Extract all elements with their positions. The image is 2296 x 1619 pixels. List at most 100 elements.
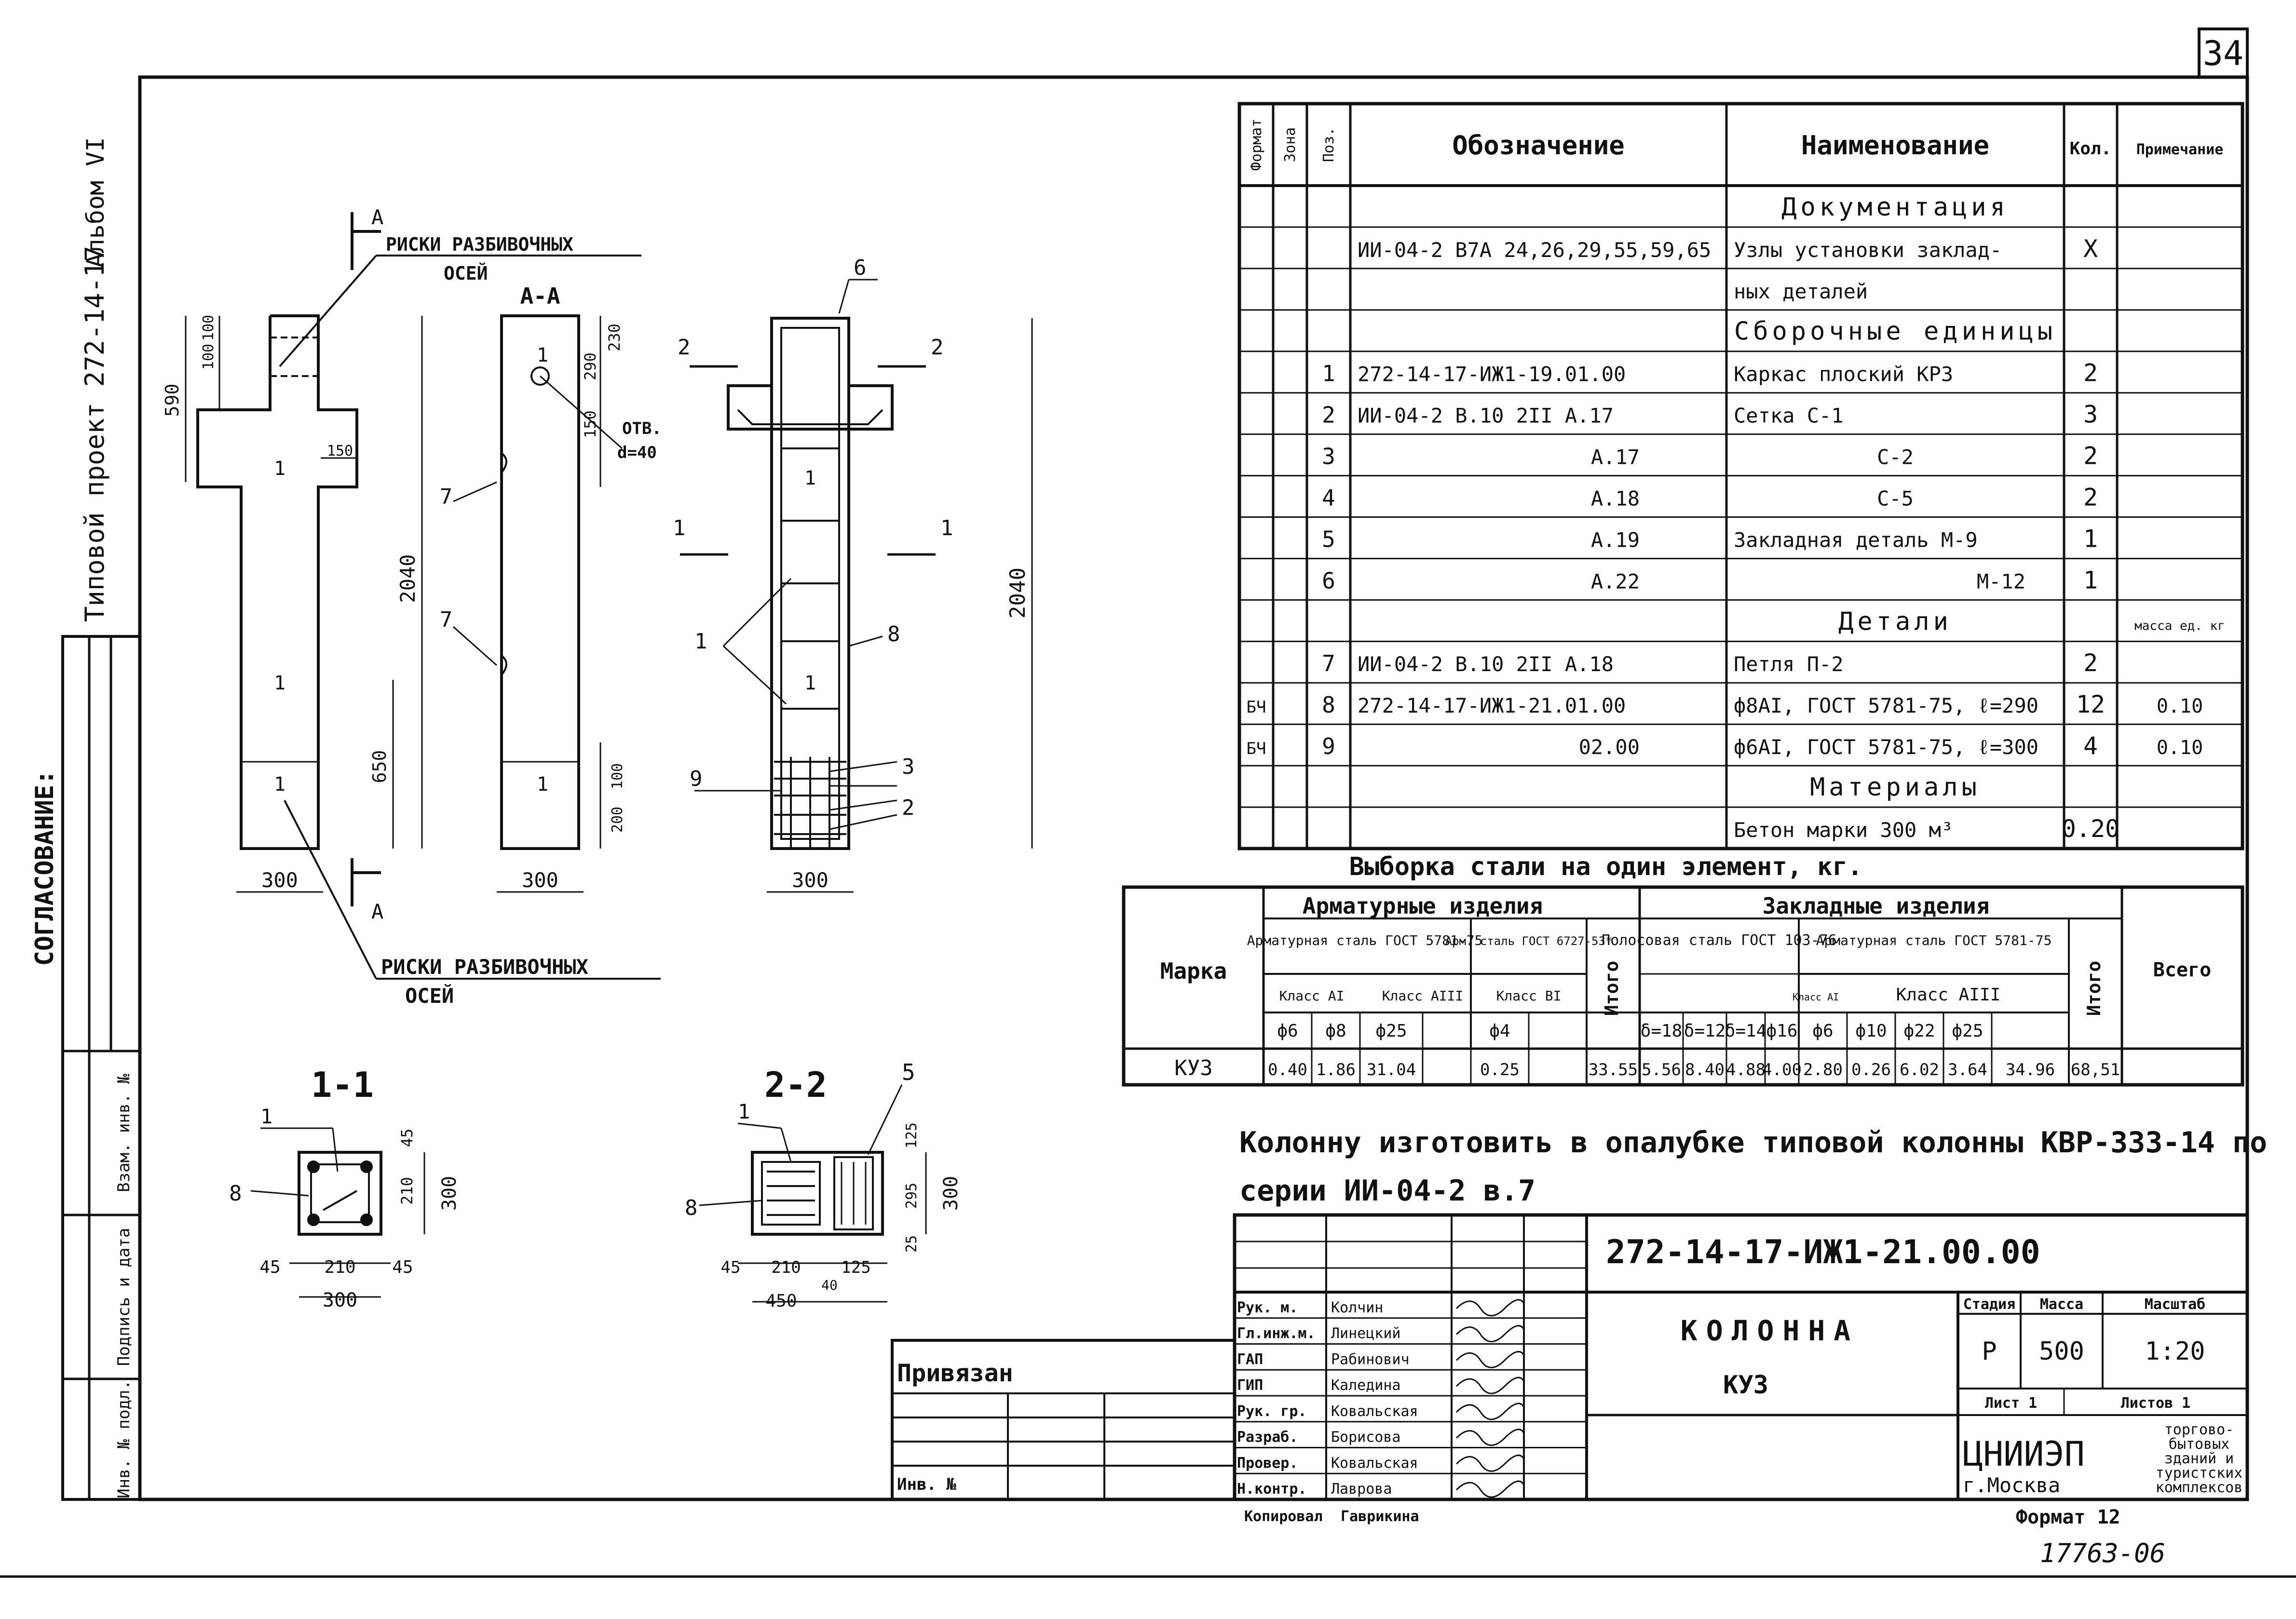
spec-cell-code: А.19 xyxy=(1591,528,1640,552)
steel-row-value: 6.02 xyxy=(1900,1060,1939,1079)
spec-row: ных деталей xyxy=(1734,280,1868,303)
signer-role: Н.контр. xyxy=(1237,1481,1307,1498)
steel-diameter: δ=18 xyxy=(1641,1021,1683,1041)
object-mark: КУ3 xyxy=(1723,1371,1768,1400)
spec-cell-qty: 4 xyxy=(2083,732,2098,760)
signer-role: Рук. м. xyxy=(1237,1299,1298,1316)
spec-cell-name: Узлы установки заклад- xyxy=(1734,238,2002,262)
signature-scribble xyxy=(1455,1350,1525,1368)
steel-row-value: 2.80 xyxy=(1803,1060,1843,1079)
sec22-pos-5: 5 xyxy=(902,1059,915,1085)
spec-cell-name: ных деталей xyxy=(1734,280,1868,303)
view2-dim-300: 300 xyxy=(522,868,558,892)
spec-cell-format: БЧ xyxy=(1247,739,1266,758)
steel-vsego: Всего xyxy=(2153,959,2211,981)
steel-diameter: ф25 xyxy=(1952,1021,1983,1041)
strip-inv-podl: Инв. № подл. xyxy=(114,1380,134,1498)
sec22-dim-40: 40 xyxy=(821,1277,838,1293)
sec22-pos-1: 1 xyxy=(738,1100,750,1123)
view2-dim-290: 290 xyxy=(581,352,599,380)
signer-role: Провер. xyxy=(1237,1455,1298,1471)
spec-cell-code: А.22 xyxy=(1591,569,1640,593)
signer-role: ГАП xyxy=(1237,1351,1263,1368)
view1-pos-1b: 1 xyxy=(274,672,285,694)
spec-cell-qty: X xyxy=(2083,235,2098,263)
sec11-dim-300: 300 xyxy=(323,1289,357,1311)
spec-cell-name: ф8АI, ГОСТ 5781-75, ℓ=290 xyxy=(1734,694,2038,717)
spec-cell-name: С-2 xyxy=(1877,445,1914,469)
spec-cell-note: 0.10 xyxy=(2157,695,2203,717)
note-line-2: серии ИИ-04-2 в.7 xyxy=(1239,1174,1535,1208)
view1-dim-100b: 100 xyxy=(200,315,217,341)
steel-class-a3: Класс АIII xyxy=(1382,988,1464,1004)
view3-pos-1b: 1 xyxy=(804,672,816,694)
spec-cell-name: Закладная деталь М-9 xyxy=(1734,528,1978,552)
view2-dim-100: 100 xyxy=(609,763,626,789)
spec-cell-code: ИИ-04-2 В7А 24,26,29,55,59,65 xyxy=(1358,238,1711,262)
signature-scribble xyxy=(1455,1299,1525,1317)
view3-pos-9: 9 xyxy=(690,767,703,791)
steel-title: Выборка стали на один элемент, кг. xyxy=(1349,852,1862,881)
steel-row-value: 5.56 xyxy=(1642,1060,1681,1079)
signer-name: Лаврова xyxy=(1331,1481,1392,1498)
view2-pos-7a: 7 xyxy=(440,485,453,509)
spec-h-pos: Поз. xyxy=(1320,127,1337,162)
spec-cell-pos: 8 xyxy=(1322,692,1335,718)
steel-row-value: 3.64 xyxy=(1948,1060,1987,1079)
spec-cell-name: Петля П-2 xyxy=(1734,652,1844,676)
title-block-grid xyxy=(891,1213,2249,1501)
axis-marks-bottom-1: РИСКИ РАЗБИВОЧНЫХ xyxy=(381,955,588,979)
steel-diameter: ф4 xyxy=(1489,1021,1510,1041)
hole-note-2: d=40 xyxy=(617,443,657,462)
steel-row-value: 68,51 xyxy=(2071,1060,2120,1079)
steel-sub1: Арматурная сталь ГОСТ 5781-75 xyxy=(1247,932,1483,948)
sec22-dim-125: 125 xyxy=(841,1258,870,1277)
view3-pos-2: 2 xyxy=(902,796,915,820)
spec-cell-qty: 1 xyxy=(2083,525,2098,553)
spec-cell-name: Бетон марки 300 м³ xyxy=(1734,818,1953,842)
view2-dim-230: 230 xyxy=(605,324,624,351)
steel-diameter: ф6 xyxy=(1277,1021,1298,1041)
copied-label: Копировал xyxy=(1244,1508,1323,1525)
signer-name: Каледина xyxy=(1331,1377,1401,1394)
steel-diameter: δ=12 xyxy=(1684,1021,1726,1041)
sec11-dim-210: 210 xyxy=(324,1257,355,1277)
spec-row: Сборочные единицы xyxy=(1734,317,2052,346)
spec-cell-qty: 2 xyxy=(2083,483,2098,511)
format-label: Формат 12 xyxy=(2016,1506,2120,1528)
axis-marks-top-2: ОСЕЙ xyxy=(444,263,488,284)
org-desc-1: торгово- xyxy=(2164,1421,2234,1438)
steel-row-value: 4.00 xyxy=(1762,1060,1802,1079)
hole-note-1: ОТВ. xyxy=(622,419,662,438)
view3-dim-2040: 2040 xyxy=(1005,567,1030,619)
signature-scribble xyxy=(1455,1325,1525,1342)
signature-scribble xyxy=(1455,1454,1525,1472)
spec-header: Формат Зона Поз. Обозначение Наименовани… xyxy=(1248,119,2223,171)
sec11-pos-1: 1 xyxy=(260,1105,272,1128)
steel-itogo-1: Итого xyxy=(1601,961,1622,1016)
album-label: Альбом VI xyxy=(82,137,109,268)
view2-pos-1a: 1 xyxy=(537,344,548,366)
section-mark-1-right: 1 xyxy=(940,516,953,540)
steel-sub3: Полосовая сталь ГОСТ 103-76 xyxy=(1602,932,1837,949)
copier-name: Гаврикина xyxy=(1341,1508,1419,1525)
inv-label: Инв. № xyxy=(897,1475,956,1494)
steel-row-value: 34.96 xyxy=(2006,1060,2055,1079)
steel-diameter: ф22 xyxy=(1903,1021,1935,1041)
spec-row: Документация xyxy=(1781,193,2005,222)
signer-role: Рук. гр. xyxy=(1237,1403,1307,1420)
page-number: 34 xyxy=(2203,34,2243,73)
view3-dim-300: 300 xyxy=(792,868,829,892)
view1-pos-1c: 1 xyxy=(274,773,285,796)
spec-cell-code: 272-14-17-ИЖ1-21.01.00 xyxy=(1358,694,1626,717)
steel-row-value: 4.88 xyxy=(1726,1060,1766,1079)
signer-role: Гл.инж.м. xyxy=(1237,1325,1316,1342)
